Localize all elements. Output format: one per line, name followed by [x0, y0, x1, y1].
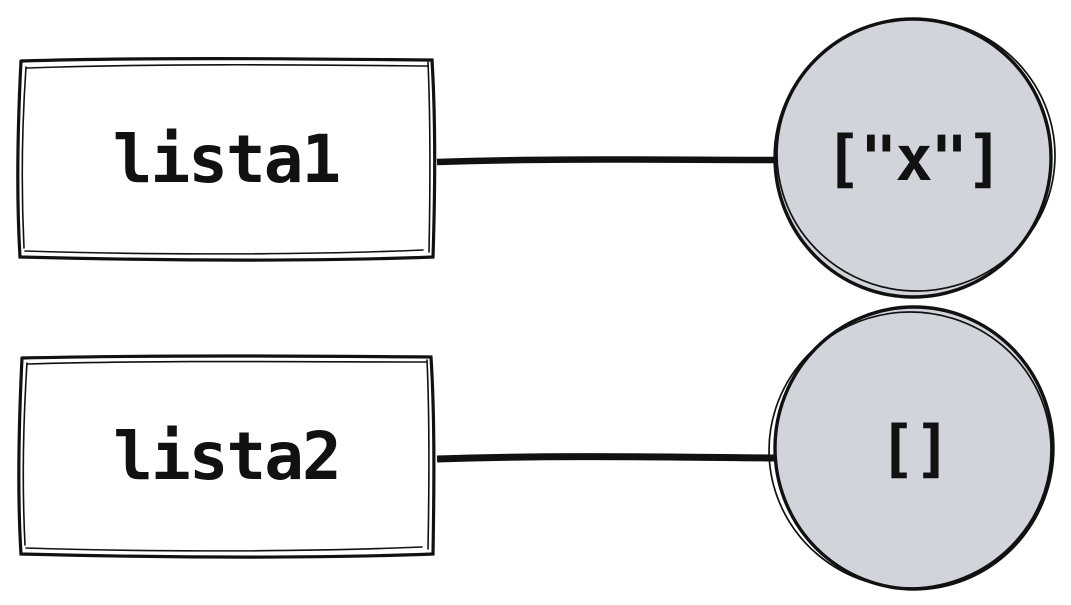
box-outline [16, 57, 437, 262]
list-value-lista2: [] [878, 411, 952, 485]
circle-overdraw [776, 18, 1056, 292]
box-outline [17, 354, 436, 559]
variable-label-lista1: lista1 [112, 120, 341, 198]
list-object-circle-2 [768, 305, 1055, 591]
circle-overdraw [768, 311, 1052, 589]
variable-box-lista1 [16, 57, 437, 262]
connector-line-1 [436, 156, 779, 166]
list-value-lista1: ["x"] [824, 121, 1004, 195]
variable-label-lista2: lista2 [113, 417, 341, 495]
connector-line-2 [436, 453, 775, 463]
box-outline-overdraw [21, 61, 431, 255]
circle-shape [773, 305, 1055, 591]
box-outline-overdraw [22, 359, 430, 552]
variable-box-lista2 [17, 354, 436, 559]
list-object-circle-1 [773, 17, 1056, 299]
